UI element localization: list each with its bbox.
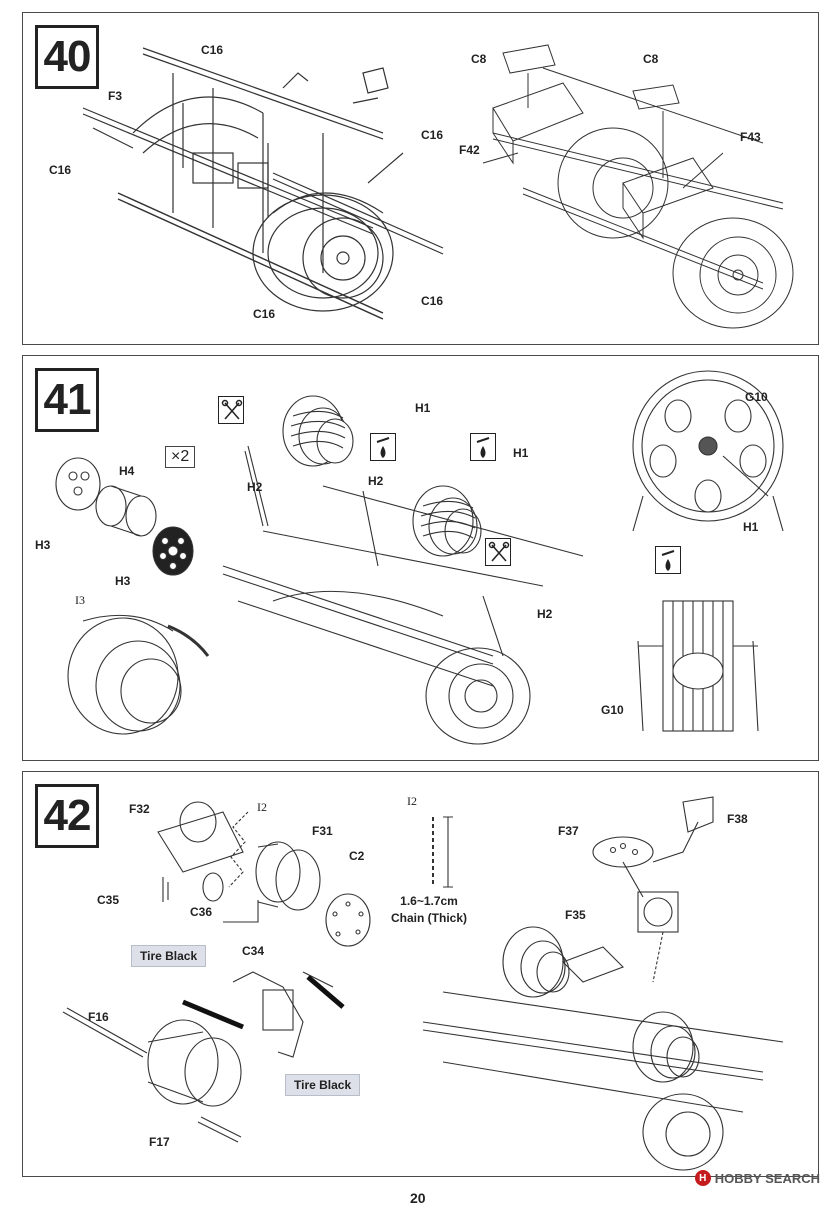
glue-drop-icon [655, 546, 681, 574]
step-42-panel: 42 [22, 771, 819, 1177]
watermark: H HOBBY SEARCH [694, 1170, 820, 1186]
chain-length: 1.6~1.7cm [400, 894, 458, 908]
part-label: F31 [312, 824, 333, 838]
part-label: H2 [368, 474, 384, 488]
step-41-illustration [55, 370, 784, 745]
part-label: F38 [727, 812, 748, 826]
part-label: F42 [459, 143, 480, 157]
part-label: I2 [407, 794, 417, 808]
part-label: C16 [49, 163, 72, 177]
part-label: C16 [201, 43, 224, 57]
part-label: G10 [745, 390, 768, 404]
scissors-icon [485, 538, 511, 566]
part-label: I2 [257, 800, 267, 814]
part-label: H1 [415, 401, 431, 415]
glue-drop-icon [370, 433, 396, 461]
part-label: H2 [537, 607, 553, 621]
part-label: H3 [35, 538, 51, 552]
step-40-number: 40 [35, 25, 99, 89]
part-label: F3 [108, 89, 123, 103]
part-label: H3 [115, 574, 131, 588]
part-label: G10 [601, 703, 624, 717]
paint-callout: Tire Black [285, 1074, 361, 1096]
step-41-panel: 41 ×2 [22, 355, 819, 761]
step-42-illustration [62, 796, 784, 1171]
page-number: 20 [410, 1190, 426, 1206]
part-label: F37 [558, 824, 579, 838]
part-label: C8 [471, 52, 487, 66]
part-label: C16 [253, 307, 276, 321]
part-label: F35 [565, 908, 586, 922]
part-label: F17 [149, 1135, 170, 1149]
part-label: C16 [421, 294, 444, 308]
part-label: C16 [421, 128, 444, 142]
part-label: F16 [88, 1010, 109, 1024]
part-label: C36 [190, 905, 213, 919]
chain-type: Chain (Thick) [391, 911, 468, 925]
part-label: H4 [119, 464, 135, 478]
step-42-number: 42 [35, 784, 99, 848]
part-label: I3 [75, 593, 85, 607]
part-label: C8 [643, 52, 659, 66]
watermark-text: HOBBY SEARCH [714, 1170, 820, 1186]
part-label: H1 [513, 446, 529, 460]
part-label: F32 [129, 802, 150, 816]
part-label: H2 [247, 480, 263, 494]
part-label: C34 [242, 944, 265, 958]
part-label: F43 [740, 130, 761, 144]
part-label: C2 [349, 849, 365, 863]
hobby-search-logo-icon: H [694, 1170, 711, 1186]
paint-callout: Tire Black [131, 945, 207, 967]
glue-drop-icon [470, 433, 496, 461]
part-label: H1 [743, 520, 759, 534]
step-40-panel: 40 [22, 12, 819, 345]
step-40-illustration [82, 44, 794, 329]
quantity-multiplier: ×2 [165, 446, 196, 468]
chain-spec: 1.6~1.7cm Chain (Thick) [391, 893, 467, 927]
step-41-number: 41 [35, 368, 99, 432]
scissors-icon [218, 396, 244, 424]
part-label: C35 [97, 893, 120, 907]
